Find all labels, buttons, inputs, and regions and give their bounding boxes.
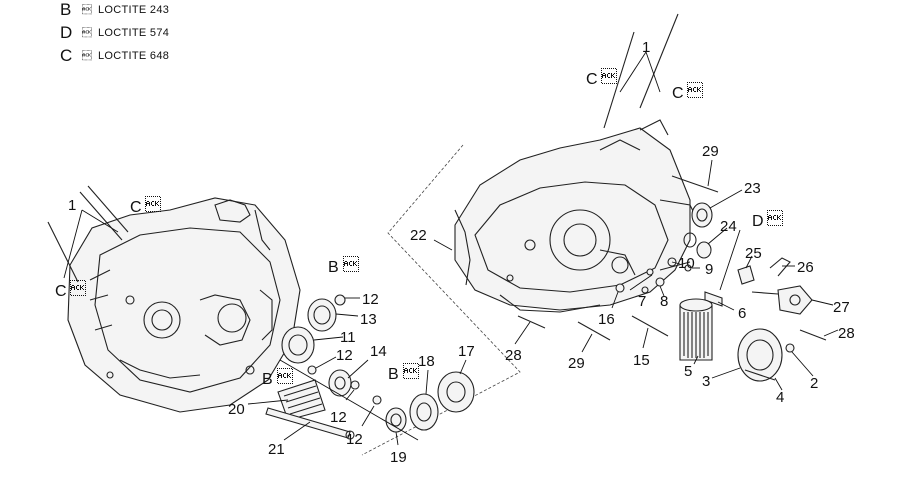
callout-7: 7 <box>638 293 646 310</box>
mark-c-left-top: C <box>130 199 142 216</box>
legend-text: LOCTITE 574 <box>98 27 170 39</box>
drop-icon:  <box>403 363 419 381</box>
clip-26 <box>769 257 791 277</box>
right-crankcase <box>454 119 701 313</box>
callout-17: 17 <box>458 343 475 360</box>
left-studs <box>47 185 129 283</box>
callout-13: 13 <box>360 311 377 328</box>
drop-icon:  <box>601 68 617 86</box>
drop-icon:  <box>82 50 92 62</box>
callout-18: 18 <box>418 353 435 370</box>
legend-letter: C <box>60 46 73 65</box>
callout-15: 15 <box>633 352 650 369</box>
mark-b-left: B <box>262 371 273 388</box>
mark-c-right-right: C <box>672 85 684 102</box>
callout-19: 19 <box>390 449 407 466</box>
drop-icon:  <box>767 210 783 228</box>
right-studs <box>603 13 679 129</box>
callout-2: 2 <box>810 375 818 392</box>
callout-12-top: 12 <box>362 291 379 308</box>
callout-24: 24 <box>720 218 737 235</box>
callout-25: 25 <box>745 245 762 262</box>
ring-23 <box>691 202 713 228</box>
callout-1-left: 1 <box>68 197 76 214</box>
left-crankcase <box>67 197 301 413</box>
callout-6: 6 <box>738 305 746 322</box>
callout-29-bottom: 29 <box>568 355 585 372</box>
drop-icon:  <box>82 4 92 16</box>
callout-4: 4 <box>776 389 784 406</box>
drop-icon:  <box>687 82 703 100</box>
callout-numbers: 1 1 2 3 4 5 6 7 8 9 10 11 12 12 12 12 13… <box>68 39 855 466</box>
drop-icon:  <box>82 27 92 39</box>
callout-14: 14 <box>370 343 387 360</box>
callout-20: 20 <box>228 401 245 418</box>
bolt-12-mid <box>307 365 317 375</box>
callout-28-right: 28 <box>838 325 855 342</box>
legend-text: LOCTITE 243 <box>98 4 170 16</box>
assembly-frame <box>361 144 521 456</box>
leader-lines <box>63 51 839 446</box>
mark-b-top: B <box>328 259 339 276</box>
legend-row-c: C  LOCTITE 648 <box>60 46 169 66</box>
fitting-6 <box>704 291 723 307</box>
drop-icon:  <box>343 256 359 274</box>
callout-9: 9 <box>705 261 713 278</box>
bearing-11 <box>281 326 315 364</box>
legend-row-d: D  LOCTITE 574 <box>60 23 169 43</box>
bolt-12-top <box>334 294 346 306</box>
filter-screen-20 <box>277 379 326 421</box>
bolt-29-top <box>671 175 719 193</box>
pins-12 <box>350 380 382 405</box>
callout-28-left: 28 <box>505 347 522 364</box>
bearing-18 <box>409 393 439 431</box>
mark-c-right-left: C <box>586 71 598 88</box>
seal-14 <box>328 369 352 397</box>
callout-12-low: 12 <box>330 409 347 426</box>
cover-3-4 <box>737 328 795 382</box>
callout-16: 16 <box>598 311 615 328</box>
drop-icon:  <box>277 368 293 386</box>
callout-26: 26 <box>797 259 814 276</box>
drop-icon:  <box>70 280 86 298</box>
callout-27: 27 <box>833 299 850 316</box>
callout-1-right: 1 <box>642 39 650 56</box>
callout-29-top: 29 <box>702 143 719 160</box>
bearing-17 <box>437 371 475 413</box>
sensor-25-27 <box>737 265 813 315</box>
seal-24 <box>683 232 712 259</box>
mark-d: D <box>752 213 764 230</box>
bearing-19 <box>385 407 407 433</box>
callout-8: 8 <box>660 293 668 310</box>
callout-21: 21 <box>268 441 285 458</box>
legend-text: LOCTITE 648 <box>98 50 170 62</box>
callout-12-bottom: 12 <box>346 431 363 448</box>
oil-filter-5 <box>679 298 713 361</box>
callout-5: 5 <box>684 363 692 380</box>
mark-b-right: B <box>388 366 399 383</box>
legend-letter: B <box>60 0 72 19</box>
legend-letter: D <box>60 23 73 42</box>
callout-10: 10 <box>678 255 695 272</box>
callout-11: 11 <box>340 329 356 346</box>
bearing-13 <box>307 298 337 332</box>
mark-c-left-bottom: C <box>55 283 67 300</box>
callout-23: 23 <box>744 180 761 197</box>
drop-icon:  <box>145 196 161 214</box>
bolts-28-29-15-16 <box>517 283 827 341</box>
callout-22: 22 <box>410 227 427 244</box>
plug-10-9 <box>646 257 692 287</box>
callout-12-mid: 12 <box>336 347 353 364</box>
loctite-marks: C  C  C  C  B  B  B  D  <box>55 68 783 388</box>
legend-row-b: B  LOCTITE 243 <box>60 0 169 20</box>
callout-3: 3 <box>702 373 710 390</box>
